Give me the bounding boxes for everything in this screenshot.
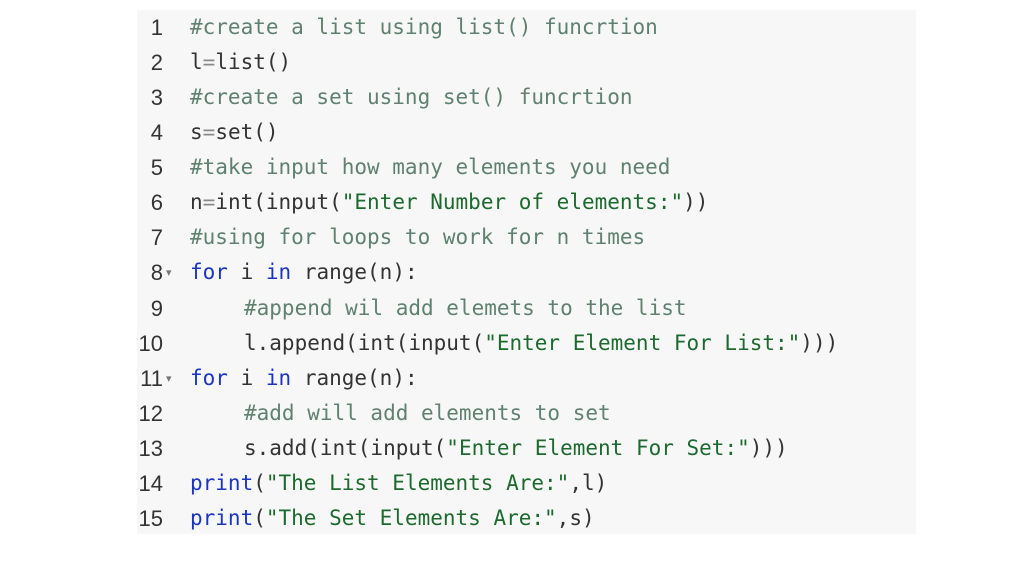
code-line[interactable]: 1 #create a list using list() funcrtion	[137, 10, 916, 45]
line-number: 10	[138, 330, 163, 356]
code-comment: #using for loops to work for n times	[190, 225, 646, 250]
code-token: ,l)	[569, 470, 608, 495]
line-number: 15	[138, 505, 163, 531]
code-line[interactable]: 13 s.add(int(input("Enter Element For Set…	[137, 431, 916, 466]
code-line[interactable]: 2 l=list()	[137, 45, 916, 80]
code-token: set()	[215, 120, 279, 145]
code-comment: #add will add elements to set	[244, 400, 611, 425]
code-text: s.add(int(input("Enter Element For Set:"…	[190, 431, 788, 466]
code-token: )))	[800, 330, 839, 355]
code-string: "The List Elements Are:"	[265, 470, 570, 495]
code-line[interactable]: 9 #append wil add elemets to the list	[137, 291, 916, 326]
code-text: #append wil add elemets to the list	[190, 291, 687, 326]
code-text: print("The Set Elements Are:",s)	[190, 501, 595, 536]
line-number: 13	[138, 435, 163, 461]
line-number: 2	[150, 50, 163, 76]
line-number: 5	[150, 155, 163, 181]
line-number: 14	[138, 470, 163, 496]
code-token: l	[190, 50, 203, 75]
line-number: 6	[150, 190, 163, 216]
code-operator: =	[202, 190, 216, 215]
line-number: 8	[150, 260, 163, 286]
code-text: for i in range(n):	[190, 361, 418, 396]
code-token: i	[227, 365, 266, 390]
code-text: #using for loops to work for n times	[190, 220, 645, 255]
code-line[interactable]: 7 #using for loops to work for n times	[137, 220, 916, 255]
code-line[interactable]: 3 #create a set using set() funcrtion	[137, 80, 916, 115]
code-comment: #append wil add elemets to the list	[244, 295, 687, 320]
code-keyword: print	[190, 505, 254, 530]
code-editor[interactable]: 1 #create a list using list() funcrtion 2 l…	[137, 10, 916, 534]
line-number: 4	[150, 120, 163, 146]
code-line[interactable]: 4 s=set()	[137, 115, 916, 150]
code-keyword: for	[190, 365, 228, 390]
code-operator: =	[202, 120, 216, 145]
code-keyword: in	[265, 365, 292, 390]
code-token: l.append(int(input(	[244, 330, 485, 355]
line-number: 7	[150, 225, 163, 251]
code-text: #take input how many elements you need	[190, 150, 670, 185]
code-line[interactable]: 11▾ for i in range(n):	[137, 361, 916, 396]
code-text: #create a list using list() funcrtion	[190, 10, 658, 45]
code-text: l.append(int(input("Enter Element For Li…	[190, 326, 838, 361]
code-token: ))	[683, 190, 709, 215]
code-token: (	[253, 470, 266, 495]
code-keyword: in	[265, 260, 292, 285]
code-token: list()	[215, 50, 292, 75]
code-text: for i in range(n):	[190, 255, 418, 290]
code-text: print("The List Elements Are:",l)	[190, 466, 607, 501]
code-comment: #take input how many elements you need	[190, 155, 671, 180]
code-text: n=int(input("Enter Number of elements:")…	[190, 185, 708, 220]
code-text: #create a set using set() funcrtion	[190, 80, 633, 115]
code-token: range(n):	[291, 365, 418, 390]
code-comment: #create a list using list() funcrtion	[190, 15, 658, 39]
code-text: l=list()	[190, 45, 291, 80]
code-token: range(n):	[291, 260, 418, 285]
code-text: #add will add elements to set	[190, 396, 611, 431]
code-line[interactable]: 15 print("The Set Elements Are:",s)	[137, 501, 916, 536]
line-number: 1	[150, 15, 163, 40]
fold-toggle-icon[interactable]: ▾	[166, 371, 172, 385]
code-token: n	[190, 190, 203, 215]
line-number: 12	[138, 400, 163, 426]
code-token: int(input(	[215, 190, 342, 215]
code-keyword: for	[190, 260, 228, 285]
code-token: )))	[749, 435, 788, 460]
code-string: "Enter Element For Set:"	[446, 435, 750, 460]
code-line[interactable]: 6 n=int(input("Enter Number of elements:"…	[137, 185, 916, 220]
code-line[interactable]: 12 #add will add elements to set	[137, 396, 916, 431]
code-token: s	[190, 120, 203, 145]
code-comment: #create a set using set() funcrtion	[190, 85, 633, 110]
line-number: 11	[140, 365, 163, 391]
fold-toggle-icon[interactable]: ▾	[166, 266, 172, 280]
code-token: s.add(int(input(	[244, 435, 447, 460]
code-token: (	[253, 505, 266, 530]
line-number: 9	[150, 295, 163, 321]
code-token: i	[227, 260, 266, 285]
code-string: "The Set Elements Are:"	[265, 505, 557, 530]
code-string: "Enter Element For List:"	[484, 330, 801, 355]
line-number: 3	[150, 85, 163, 111]
code-line[interactable]: 5 #take input how many elements you need	[137, 150, 916, 185]
code-line[interactable]: 8▾ for i in range(n):	[137, 255, 916, 290]
code-token: ,s)	[556, 505, 595, 530]
code-operator: =	[202, 50, 216, 75]
code-text: s=set()	[190, 115, 279, 150]
code-string: "Enter Number of elements:"	[341, 190, 684, 215]
code-line[interactable]: 10 l.append(int(input("Enter Element For …	[137, 326, 916, 361]
code-line[interactable]: 14 print("The List Elements Are:",l)	[137, 466, 916, 501]
code-keyword: print	[190, 470, 254, 495]
